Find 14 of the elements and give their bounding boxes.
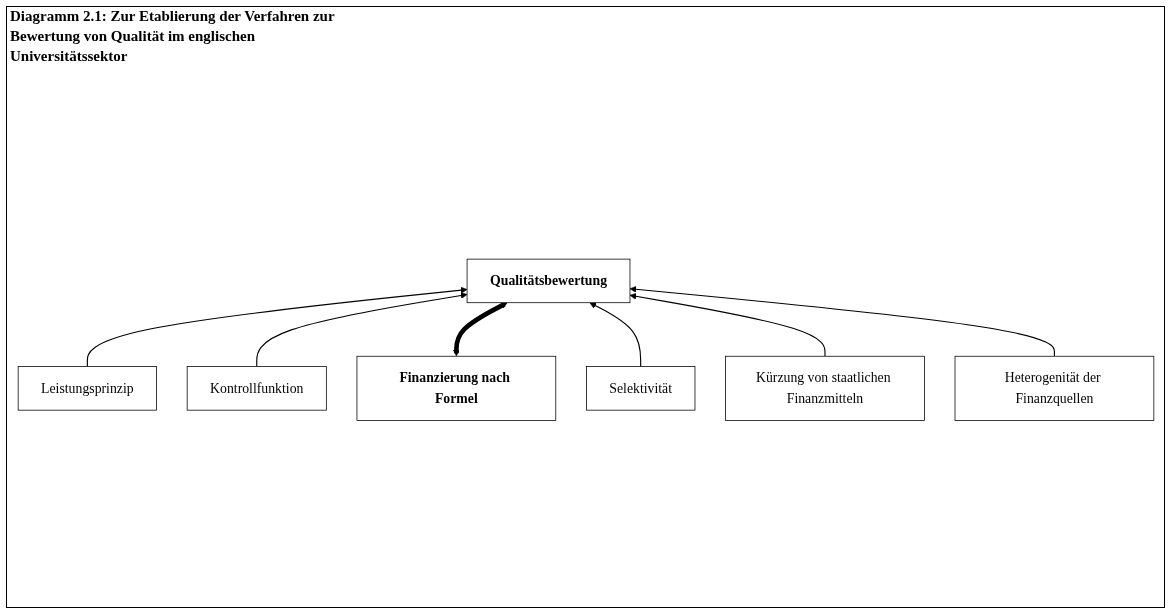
node-box: Heterogenität der Finanzquellen <box>954 356 1155 422</box>
node-box: Leistungsprinzip <box>17 366 157 411</box>
node-box: Kürzung von staatlichen Finanzmitteln <box>725 356 925 422</box>
diagram-title: Diagramm 2.1: Zur Etablierung der Verfahren zur Bewertung von Qualität im englischen Universitätssektor <box>10 7 336 66</box>
node-box: Finanzierung nach Formel <box>356 356 557 422</box>
node-box: Selektivität <box>586 366 696 411</box>
arrow <box>86 286 468 368</box>
node-box: Qualitätsbewertung <box>466 258 631 304</box>
arrow <box>629 286 1055 357</box>
arrow <box>629 293 826 357</box>
arrow <box>453 302 508 357</box>
arrow <box>589 302 642 368</box>
arrow <box>256 292 468 368</box>
node-box: Kontrollfunktion <box>186 366 327 411</box>
